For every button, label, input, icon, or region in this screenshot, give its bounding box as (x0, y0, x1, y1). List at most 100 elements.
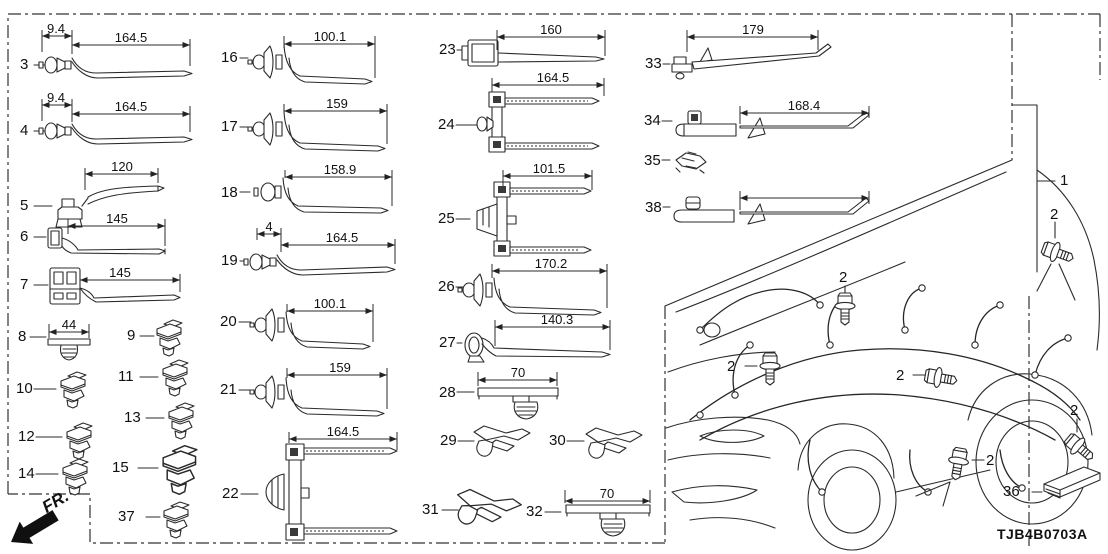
part-3-glyph (33, 30, 193, 79)
part-label-6: 6 (20, 228, 29, 245)
dim-label-21: 159 (329, 360, 351, 375)
part-label-18: 18 (221, 184, 238, 201)
bolt-icon (922, 364, 960, 392)
part-label-29: 29 (440, 432, 457, 449)
dim-label-23: 160 (540, 22, 562, 37)
dim-label-20: 100.1 (313, 296, 347, 311)
part-8-glyph (29, 324, 91, 361)
part-32-glyph (544, 490, 651, 537)
dim-label-17: 159 (326, 96, 348, 111)
part-34-glyph (661, 106, 870, 139)
part-label-13: 13 (124, 409, 141, 426)
part-26-glyph (455, 264, 608, 316)
part-20-glyph (238, 304, 374, 350)
car-illustration (665, 169, 1100, 551)
part-9-glyph (139, 319, 183, 357)
part-label-37: 37 (118, 508, 135, 525)
dim-label-3a: 9.4 (46, 21, 66, 36)
callout-bolt-2: 2 (896, 367, 905, 384)
part-12-glyph (35, 422, 93, 460)
part-label-9: 9 (127, 327, 136, 344)
fr-arrow-icon (11, 510, 59, 544)
dim-label-33: 179 (742, 22, 764, 37)
part-label-21: 21 (220, 381, 237, 398)
part-17-glyph (239, 104, 388, 152)
part-label-36: 36 (1003, 483, 1020, 500)
part-label-32: 32 (526, 503, 543, 520)
part-15-glyph (137, 444, 198, 496)
part-label-8: 8 (18, 328, 27, 345)
callout-bolt-2: 2 (1070, 402, 1079, 419)
diagram-code: TJB4B0703A (997, 526, 1088, 542)
wire-harness (689, 284, 1081, 496)
dim-label-5: 120 (111, 159, 133, 174)
frame-border (7, 13, 1101, 544)
part-28-glyph (456, 372, 559, 420)
part-29-glyph (457, 425, 531, 457)
part-11-glyph (139, 359, 189, 397)
dim-label-24: 164.5 (536, 70, 570, 85)
part-6-glyph (33, 219, 166, 255)
dim-label-32: 70 (599, 486, 615, 501)
dim-label-27: 140.3 (540, 312, 574, 327)
dim-label-34: 168.4 (787, 98, 821, 113)
dim-label-6: 145 (106, 211, 128, 226)
dim-label-7: 145 (109, 265, 131, 280)
part-13-glyph (145, 402, 195, 440)
dim-label-4b: 164.5 (114, 99, 148, 114)
part-18-glyph (239, 170, 393, 214)
part-label-10: 10 (16, 380, 33, 397)
part-label-16: 16 (221, 49, 238, 66)
part-22-glyph (240, 432, 398, 541)
part-label-4: 4 (20, 122, 29, 139)
part-label-22: 22 (222, 485, 239, 502)
part-30-glyph (566, 427, 643, 459)
pad-icon (1043, 466, 1101, 499)
part-label-38: 38 (645, 199, 662, 216)
callout-leaders (744, 104, 1078, 546)
part-21-glyph (238, 368, 388, 417)
callout-bolt-2: 2 (727, 358, 736, 375)
part-label-33: 33 (645, 55, 662, 72)
bolt-icon (834, 292, 856, 326)
bolt-icon (1060, 429, 1100, 467)
dim-label-26: 170.2 (534, 256, 568, 271)
part-35-glyph (661, 151, 707, 174)
callout-bolt-2: 2 (986, 452, 995, 469)
part-23-glyph (456, 30, 606, 67)
bolt-icon (1038, 237, 1078, 269)
part-label-24: 24 (438, 116, 455, 133)
part-31-glyph (441, 487, 524, 532)
part-27-glyph (456, 320, 611, 363)
part-label-25: 25 (438, 210, 455, 227)
part-14-glyph (35, 458, 89, 496)
part-label-12: 12 (18, 428, 35, 445)
part-label-17: 17 (221, 118, 238, 135)
part-33-glyph (662, 30, 832, 80)
part-label-15: 15 (112, 459, 129, 476)
callout-bolt-2: 2 (1050, 206, 1059, 223)
callout-bolt-2: 2 (839, 269, 848, 286)
part-label-7: 7 (20, 276, 29, 293)
part-37-glyph (145, 501, 190, 539)
part-label-35: 35 (644, 152, 661, 169)
callout-harness-1: 1 (1060, 172, 1069, 189)
part-label-19: 19 (221, 252, 238, 269)
part-label-31: 31 (422, 501, 439, 518)
part-7-glyph (33, 267, 181, 305)
dim-label-18: 158.9 (323, 162, 357, 177)
part-label-23: 23 (439, 41, 456, 58)
part-19-glyph (239, 228, 396, 276)
dim-label-19b: 164.5 (325, 230, 359, 245)
dim-label-8: 44 (61, 317, 77, 332)
part-38-glyph (662, 191, 870, 225)
bolt-icon (944, 445, 972, 483)
part-label-11: 11 (118, 368, 134, 385)
part-label-30: 30 (549, 432, 566, 449)
dim-label-3b: 164.5 (114, 30, 148, 45)
dim-label-4a: 9.4 (46, 90, 66, 105)
part-24-glyph (455, 78, 605, 153)
part-label-27: 27 (439, 334, 456, 351)
